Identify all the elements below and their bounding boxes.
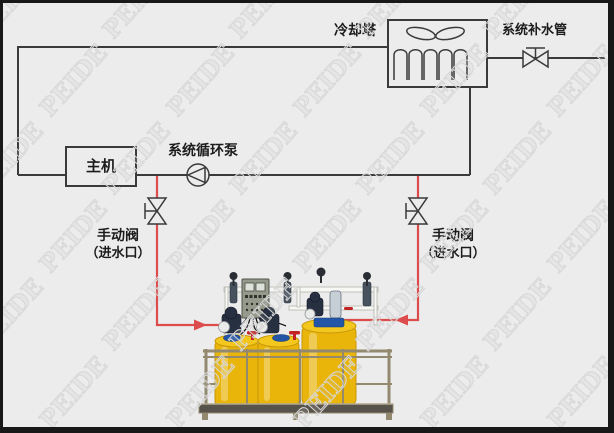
steel-frame bbox=[198, 349, 394, 420]
flow-arrow-left-icon bbox=[395, 314, 408, 326]
calibration-columns bbox=[229, 281, 372, 319]
manual-valve-left-label: 手动阀 （进水口） bbox=[81, 227, 155, 261]
fan-icon bbox=[406, 26, 465, 41]
circulation-pump-label: 系统循环泵 bbox=[168, 142, 238, 158]
cooling-tower-label: 冷却塔 bbox=[334, 22, 376, 38]
main-unit-box bbox=[65, 146, 137, 187]
manual-valve-right-icon bbox=[405, 197, 429, 225]
image-border-bottom bbox=[0, 427, 614, 433]
manual-valve-left-icon bbox=[144, 197, 168, 225]
coil-icon bbox=[393, 49, 468, 80]
main-unit-label: 主机 bbox=[85, 158, 116, 175]
manual-valve-left-line2: （进水口） bbox=[85, 245, 151, 260]
pressure-gauges bbox=[229, 267, 371, 286]
tank-valve-handles bbox=[247, 307, 353, 340]
inlet-line-left bbox=[155, 176, 233, 327]
image-border-top bbox=[0, 0, 614, 3]
makeup-pipe-label: 系统补水管 bbox=[502, 22, 568, 37]
manual-valve-right-line2: （进水口） bbox=[420, 245, 486, 260]
flow-arrow-right-icon bbox=[194, 319, 207, 331]
control-cabinet bbox=[241, 278, 270, 319]
cooling-tower bbox=[387, 19, 488, 88]
image-border-right bbox=[608, 0, 614, 433]
makeup-valve-icon bbox=[522, 47, 549, 69]
dosing-pumps bbox=[218, 291, 324, 334]
inlet-line-right bbox=[341, 176, 420, 322]
inlet-flow-lines bbox=[155, 176, 420, 331]
image-border-left bbox=[0, 0, 3, 433]
circulation-pump-icon bbox=[186, 163, 210, 187]
manual-valve-left-line1: 手动阀 bbox=[97, 227, 139, 243]
dosing-device bbox=[198, 267, 394, 420]
manual-valve-right-label: 手动阀 （进水口） bbox=[416, 227, 490, 261]
manual-valve-right-line1: 手动阀 bbox=[432, 227, 474, 243]
